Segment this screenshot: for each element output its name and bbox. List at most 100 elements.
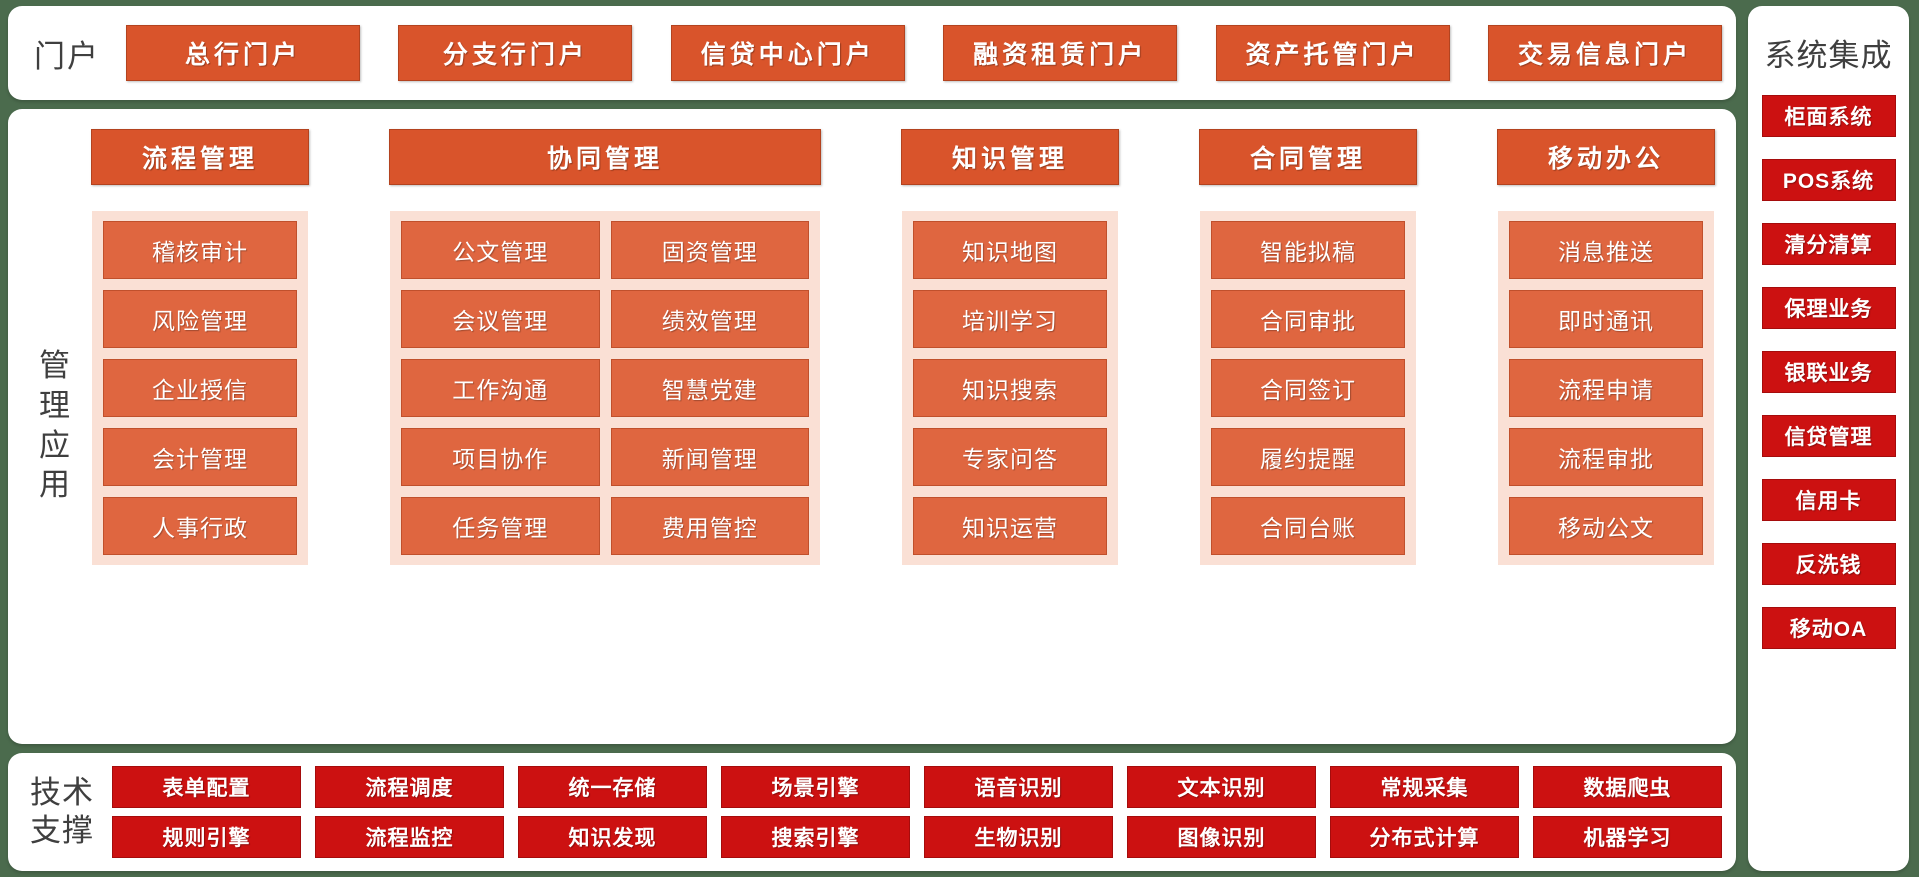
system-integration-section: 系统集成 柜面系统 POS系统 清分清算 保理业务 银联业务 信贷管理 信用卡 …	[1748, 6, 1909, 871]
technology-support-grid: 表单配置 流程调度 统一存储 场景引擎 语音识别 文本识别 常规采集 数据爬虫 …	[112, 766, 1722, 858]
tech-cell[interactable]: 数据爬虫	[1533, 766, 1722, 808]
management-section-label-text: 管 理 应 用	[39, 346, 71, 505]
system-item-credit-management[interactable]: 信贷管理	[1761, 415, 1896, 457]
portal-button-leasing[interactable]: 融资租赁门户	[943, 25, 1178, 81]
app-cell[interactable]: 人事行政	[103, 497, 297, 555]
portal-button-credit-center[interactable]: 信贷中心门户	[670, 25, 905, 81]
tech-cell[interactable]: 生物识别	[924, 816, 1113, 858]
technology-row-2: 规则引擎 流程监控 知识发现 搜索引擎 生物识别 图像识别 分布式计算 机器学习	[112, 816, 1722, 858]
management-column-collaboration: 协同管理 公文管理 会议管理 工作沟通 项目协作 任务管理 固资管理 绩效管理	[389, 129, 821, 565]
system-integration-list: 柜面系统 POS系统 清分清算 保理业务 银联业务 信贷管理 信用卡 反洗钱 移…	[1748, 95, 1909, 649]
tech-cell[interactable]: 文本识别	[1127, 766, 1316, 808]
app-cell[interactable]: 绩效管理	[610, 290, 809, 348]
management-section-label: 管 理 应 用	[18, 121, 92, 730]
system-item-clearing[interactable]: 清分清算	[1761, 223, 1896, 265]
app-cell[interactable]: 知识搜索	[913, 359, 1107, 417]
app-cell[interactable]: 合同台账	[1211, 497, 1405, 555]
app-cell[interactable]: 流程审批	[1509, 428, 1703, 486]
management-label-line-2: 理	[39, 387, 71, 423]
management-application-section: 管 理 应 用 流程管理 稽核审计 风险管理 企业授信 会计管理	[8, 109, 1736, 744]
management-column-mobile-office: 移动办公 消息推送 即时通讯 流程申请 流程审批 移动公文	[1497, 129, 1715, 565]
app-cell[interactable]: 企业授信	[103, 359, 297, 417]
tech-cell[interactable]: 流程监控	[315, 816, 504, 858]
column-body-contract: 智能拟稿 合同审批 合同签订 履约提醒 合同台账	[1200, 211, 1416, 565]
app-cell[interactable]: 合同审批	[1211, 290, 1405, 348]
column-body-collaboration: 公文管理 会议管理 工作沟通 项目协作 任务管理 固资管理 绩效管理 智慧党建 …	[390, 211, 820, 565]
technology-support-section: 技术 支撑 表单配置 流程调度 统一存储 场景引擎 语音识别 文本识别 常规采集…	[8, 753, 1736, 871]
app-cell[interactable]: 风险管理	[103, 290, 297, 348]
management-label-line-1: 管	[39, 348, 71, 384]
app-cell[interactable]: 专家问答	[913, 428, 1107, 486]
app-cell[interactable]: 会议管理	[401, 290, 600, 348]
app-cell[interactable]: 任务管理	[401, 497, 600, 555]
app-cell[interactable]: 项目协作	[401, 428, 600, 486]
tech-cell[interactable]: 流程调度	[315, 766, 504, 808]
technology-row-1: 表单配置 流程调度 统一存储 场景引擎 语音识别 文本识别 常规采集 数据爬虫	[112, 766, 1722, 808]
app-cell[interactable]: 移动公文	[1509, 497, 1703, 555]
app-cell[interactable]: 流程申请	[1509, 359, 1703, 417]
column-header-knowledge[interactable]: 知识管理	[901, 129, 1119, 185]
system-item-credit-card[interactable]: 信用卡	[1761, 479, 1896, 521]
column-body-process: 稽核审计 风险管理 企业授信 会计管理 人事行政	[92, 211, 308, 565]
column-header-collaboration[interactable]: 协同管理	[389, 129, 821, 185]
app-cell[interactable]: 公文管理	[401, 221, 600, 279]
tech-cell[interactable]: 场景引擎	[721, 766, 910, 808]
subcolumn: 公文管理 会议管理 工作沟通 项目协作 任务管理	[401, 221, 600, 555]
app-cell[interactable]: 知识地图	[913, 221, 1107, 279]
portal-button-head-office[interactable]: 总行门户	[126, 25, 360, 81]
app-cell[interactable]: 履约提醒	[1211, 428, 1405, 486]
system-item-counter[interactable]: 柜面系统	[1761, 95, 1896, 137]
tech-cell[interactable]: 知识发现	[518, 816, 707, 858]
portal-button-branch[interactable]: 分支行门户	[398, 25, 633, 81]
app-cell[interactable]: 固资管理	[610, 221, 809, 279]
app-cell[interactable]: 智慧党建	[610, 359, 809, 417]
app-cell[interactable]: 新闻管理	[610, 428, 809, 486]
app-cell[interactable]: 费用管控	[610, 497, 809, 555]
management-label-line-4: 用	[39, 467, 71, 503]
system-item-pos[interactable]: POS系统	[1761, 159, 1896, 201]
app-cell[interactable]: 会计管理	[103, 428, 297, 486]
tech-label-line-2: 支撑	[30, 813, 94, 848]
management-columns: 流程管理 稽核审计 风险管理 企业授信 会计管理 人事行政 协同管理	[91, 121, 1715, 730]
system-item-mobile-oa[interactable]: 移动OA	[1761, 607, 1896, 649]
subcolumn: 消息推送 即时通讯 流程申请 流程审批 移动公文	[1509, 221, 1703, 555]
tech-cell[interactable]: 图像识别	[1127, 816, 1316, 858]
portal-button-transaction-info[interactable]: 交易信息门户	[1487, 25, 1722, 81]
system-item-unionpay[interactable]: 银联业务	[1761, 351, 1896, 393]
column-header-mobile-office[interactable]: 移动办公	[1497, 129, 1715, 185]
technology-support-label: 技术 支撑	[30, 774, 94, 850]
tech-cell[interactable]: 分布式计算	[1330, 816, 1519, 858]
tech-label-line-1: 技术	[30, 775, 94, 811]
tech-cell[interactable]: 常规采集	[1330, 766, 1519, 808]
app-cell[interactable]: 知识运营	[913, 497, 1107, 555]
main-column: 门户 总行门户 分支行门户 信贷中心门户 融资租赁门户 资产托管门户 交易信息门…	[8, 6, 1736, 871]
system-item-factoring[interactable]: 保理业务	[1761, 287, 1896, 329]
app-cell[interactable]: 合同签订	[1211, 359, 1405, 417]
portal-section: 门户 总行门户 分支行门户 信贷中心门户 融资租赁门户 资产托管门户 交易信息门…	[8, 6, 1736, 100]
app-cell[interactable]: 即时通讯	[1509, 290, 1703, 348]
app-cell[interactable]: 工作沟通	[401, 359, 600, 417]
column-body-knowledge: 知识地图 培训学习 知识搜索 专家问答 知识运营	[902, 211, 1118, 565]
tech-cell[interactable]: 语音识别	[924, 766, 1113, 808]
portal-button-list: 总行门户 分支行门户 信贷中心门户 融资租赁门户 资产托管门户 交易信息门户	[126, 25, 1722, 81]
portal-section-label: 门户	[34, 38, 100, 74]
tech-cell[interactable]: 表单配置	[112, 766, 301, 808]
system-integration-column: 系统集成 柜面系统 POS系统 清分清算 保理业务 银联业务 信贷管理 信用卡 …	[1744, 0, 1919, 877]
app-cell[interactable]: 稽核审计	[103, 221, 297, 279]
app-cell[interactable]: 培训学习	[913, 290, 1107, 348]
tech-cell[interactable]: 搜索引擎	[721, 816, 910, 858]
column-header-process[interactable]: 流程管理	[91, 129, 309, 185]
tech-cell[interactable]: 机器学习	[1533, 816, 1722, 858]
column-header-contract[interactable]: 合同管理	[1199, 129, 1417, 185]
portal-button-asset-custody[interactable]: 资产托管门户	[1215, 25, 1450, 81]
system-item-anti-money-laundering[interactable]: 反洗钱	[1761, 543, 1896, 585]
subcolumn: 知识地图 培训学习 知识搜索 专家问答 知识运营	[913, 221, 1107, 555]
subcolumn: 固资管理 绩效管理 智慧党建 新闻管理 费用管控	[610, 221, 809, 555]
app-cell[interactable]: 智能拟稿	[1211, 221, 1405, 279]
management-column-knowledge: 知识管理 知识地图 培训学习 知识搜索 专家问答 知识运营	[901, 129, 1119, 565]
management-column-process: 流程管理 稽核审计 风险管理 企业授信 会计管理 人事行政	[91, 129, 309, 565]
tech-cell[interactable]: 统一存储	[518, 766, 707, 808]
app-cell[interactable]: 消息推送	[1509, 221, 1703, 279]
tech-cell[interactable]: 规则引擎	[112, 816, 301, 858]
subcolumn: 稽核审计 风险管理 企业授信 会计管理 人事行政	[103, 221, 297, 555]
